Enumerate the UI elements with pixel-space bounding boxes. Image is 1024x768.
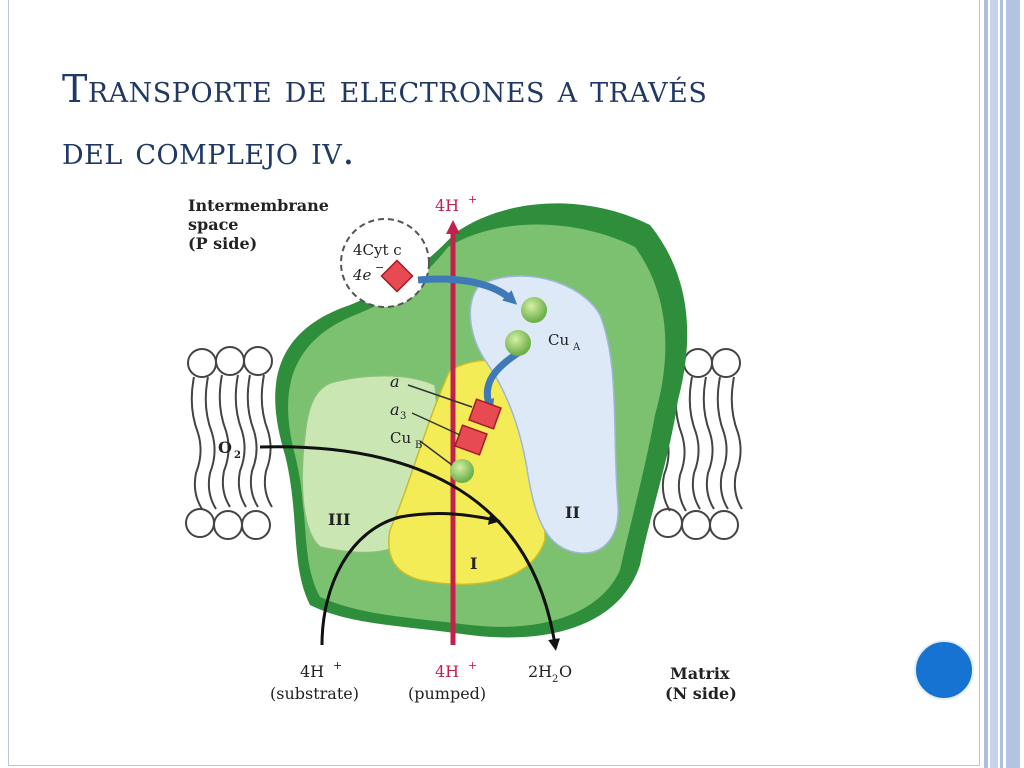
right-border-stripe — [1000, 0, 1003, 768]
electron-path-arrow-2 — [480, 350, 520, 414]
heme-a3-label: a — [390, 400, 400, 419]
slide-frame — [8, 0, 980, 766]
pumped-label: (pumped) — [408, 684, 486, 703]
complex-iv-diagram: 4Cyt c 4e − Intermembrane space (P side)… — [185, 193, 743, 703]
substrate-proton-arrow — [320, 512, 501, 646]
subunit-ii-label: II — [565, 503, 580, 522]
membrane-left — [185, 346, 273, 540]
electron-path-arrow-1 — [417, 275, 518, 305]
heme-a3-sub: 3 — [400, 411, 406, 422]
matrix-label-1: Matrix — [670, 664, 730, 683]
intermembrane-label-3: (P side) — [188, 234, 257, 253]
cua-label: Cu — [548, 331, 569, 349]
right-border-stripe — [1006, 0, 1020, 768]
heme-a3 — [454, 424, 488, 456]
water-sub: 2 — [552, 674, 558, 685]
cub-label: Cu — [390, 429, 411, 447]
intermembrane-label-2: space — [188, 215, 238, 234]
intermembrane-label-1: Intermembrane — [188, 196, 329, 215]
h-substrate-sup: + — [333, 659, 342, 672]
h-top-label: 4H — [435, 196, 459, 215]
water-label: 2H — [528, 662, 552, 681]
slide-accent-dot — [914, 640, 974, 700]
h-pumped-label: 4H — [435, 662, 459, 681]
slide-title: Transporte de electrones a través del co… — [62, 58, 882, 182]
right-border-stripe — [984, 0, 988, 768]
heme-a — [468, 398, 502, 430]
substrate-label: (substrate) — [270, 684, 359, 703]
h-substrate-label: 4H — [300, 662, 324, 681]
title-line-1: Transporte de electrones a través — [62, 67, 708, 111]
h-pumped-sup: + — [468, 659, 477, 672]
matrix-label-2: (N side) — [665, 684, 737, 703]
electrons-label: 4e — [352, 266, 372, 284]
cua-center-1 — [521, 297, 547, 323]
cub-center — [450, 459, 474, 483]
cua-sub: A — [572, 342, 581, 353]
h-top-sup: + — [468, 193, 477, 206]
o2-sub: 2 — [234, 450, 241, 461]
subunit-i-label: I — [470, 554, 477, 573]
heme-a-label: a — [390, 372, 400, 391]
cub-sub: B — [415, 440, 422, 451]
electrons-sup: − — [375, 261, 384, 274]
cytochrome-c-group: 4Cyt c 4e − — [340, 218, 430, 308]
water-o: O — [559, 662, 572, 681]
leader-lines — [407, 384, 473, 466]
subunit-iii-label: III — [328, 510, 350, 529]
oxygen-to-water-arrow — [259, 445, 560, 651]
cytc-label: 4Cyt c — [353, 241, 402, 259]
right-border-stripe — [990, 0, 998, 768]
o2-label: O — [218, 438, 232, 457]
cua-center-2 — [505, 330, 531, 356]
title-line-2: del complejo iv. — [62, 129, 355, 173]
